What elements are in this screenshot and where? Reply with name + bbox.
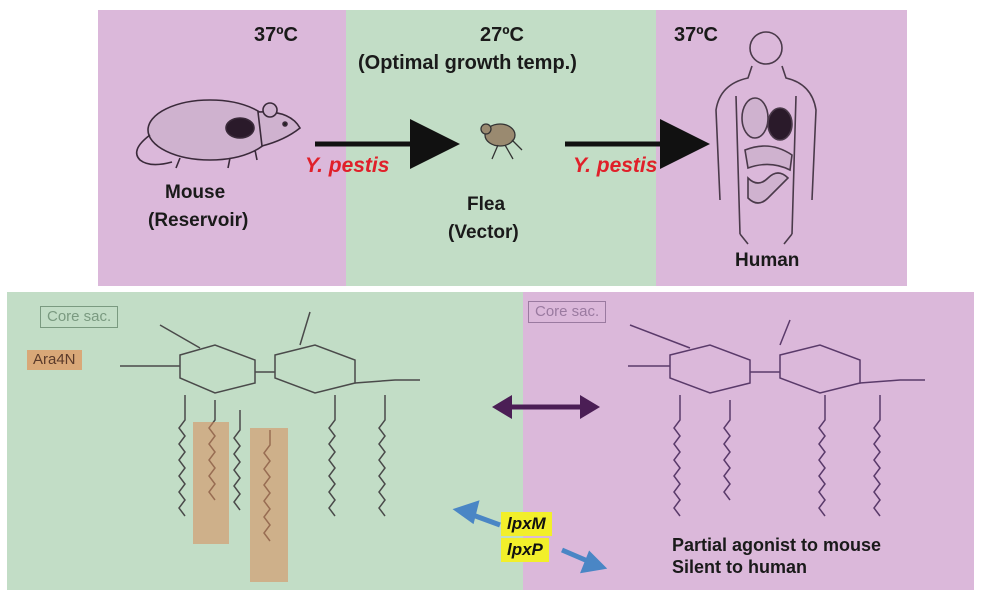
note-agonist: Partial agonist to mouse	[672, 535, 882, 555]
temp-mid: 27ºC	[480, 24, 524, 46]
bottom-right-panel	[523, 292, 974, 590]
lpx-blue-arrows	[452, 500, 608, 574]
equilibrium-double-arrow	[492, 395, 600, 419]
temp-mid-note: (Optimal growth temp.)	[358, 52, 577, 74]
arrow-left-label: Y. pestis	[305, 154, 390, 177]
flea-icon	[480, 123, 523, 160]
lpxM-gene-label: lpxM	[501, 512, 552, 536]
lpxM-chain-highlight	[193, 422, 229, 544]
temp-left: 37ºC	[254, 24, 298, 46]
right-core-sac-label: Core sac.	[528, 301, 607, 323]
note-silent: Silent to human	[672, 557, 807, 577]
temp-right: 37ºC	[674, 24, 718, 46]
arrow-right-label: Y. pestis	[573, 154, 658, 177]
top-mid-panel	[346, 10, 658, 286]
lpxP-gene-label: lpxP	[501, 538, 549, 562]
mouse-label: Mouse	[165, 182, 226, 203]
lpxP-chain-highlight	[250, 428, 288, 582]
mouse-role: (Reservoir)	[148, 210, 249, 231]
human-icon	[715, 31, 817, 245]
flea-role: (Vector)	[448, 222, 519, 243]
mouse-icon	[135, 99, 302, 169]
flea-label: Flea	[467, 194, 506, 215]
human-label: Human	[735, 250, 800, 271]
left-core-sac-label: Core sac.	[40, 306, 119, 328]
right-lipid-structure	[628, 319, 925, 517]
ara4n-label: Ara4N	[27, 350, 82, 370]
